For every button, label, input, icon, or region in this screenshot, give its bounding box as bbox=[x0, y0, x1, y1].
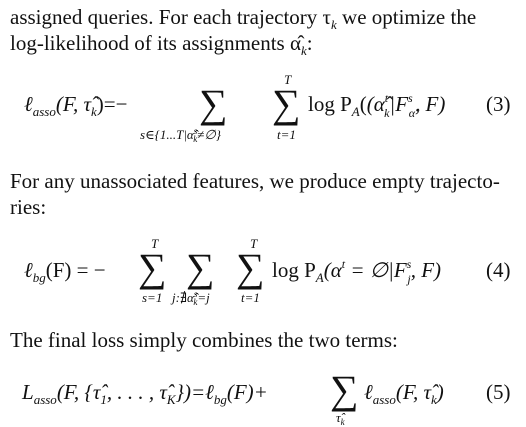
text-span: The final loss simply combines the two t… bbox=[10, 328, 398, 352]
paragraph-2-line-2: ries: bbox=[10, 194, 46, 220]
paragraph-1-line-1: assigned queries. For each trajectory τk… bbox=[10, 4, 476, 33]
subscript: k bbox=[301, 43, 307, 58]
eq3-body: log PA((α̂tk|Fsα̂, F) bbox=[308, 91, 446, 120]
text-span: ries: bbox=[10, 195, 47, 219]
eq3-sum-2-lower: t=1 bbox=[277, 127, 296, 142]
text-span: log-likelihood of its assignments α̂ bbox=[10, 31, 301, 55]
eq4-number: (4) bbox=[486, 258, 511, 282]
eq4-sum-1: ∑ bbox=[138, 245, 167, 290]
eq3-sum-1: ∑ bbox=[199, 81, 228, 126]
eq4-sum-1-lower: s=1 bbox=[142, 290, 163, 305]
text-span: assigned queries. For each trajectory τ bbox=[10, 5, 331, 29]
paragraph-2-line-1: For any unassociated features, we produc… bbox=[10, 168, 500, 194]
eq4-sum-2: ∑ bbox=[186, 245, 215, 290]
eq3-number: (3) bbox=[486, 92, 511, 116]
eq4-body: log PA(αt = ∅|Fsj, F) bbox=[272, 257, 442, 286]
eq4-sum-1-upper: T bbox=[151, 236, 159, 251]
eq5-sum-lower: τ̂k bbox=[336, 410, 345, 427]
eq4-sum-3: ∑ bbox=[236, 245, 265, 290]
eq5-rhs: ℓasso(F, τ̂k) bbox=[364, 380, 444, 407]
text-span: : bbox=[306, 31, 313, 55]
eq4-sum-3-upper: T bbox=[250, 236, 258, 251]
eq4-lhs: ℓbg(F) = − bbox=[24, 258, 106, 285]
eq4-sum-2-lower: j:∄α̂sk=j bbox=[172, 289, 210, 307]
eq3-sum-2: ∑ bbox=[272, 81, 301, 126]
text-span: we optimize the bbox=[336, 5, 477, 29]
eq5-sum: ∑ bbox=[330, 367, 359, 412]
eq3-sum-2-upper: T bbox=[284, 72, 292, 87]
paragraph-3-line-1: The final loss simply combines the two t… bbox=[10, 327, 398, 353]
subscript: k bbox=[331, 17, 337, 32]
eq3-sum-1-lower: s∈{1...T|α̂sk≠∅} bbox=[140, 126, 221, 144]
paragraph-1-line-2: log-likelihood of its assignments α̂k: bbox=[10, 30, 313, 59]
eq4-sum-3-lower: t=1 bbox=[241, 290, 260, 305]
eq3-lhs: ℓasso(F, τ̂k)=− bbox=[24, 92, 128, 119]
text-span: For any unassociated features, we produc… bbox=[10, 169, 500, 193]
eq5-lhs: Lasso(F, {τ̂1, . . . , τ̂K})=ℓbg(F)+ bbox=[22, 380, 268, 407]
eq5-number: (5) bbox=[486, 380, 511, 404]
